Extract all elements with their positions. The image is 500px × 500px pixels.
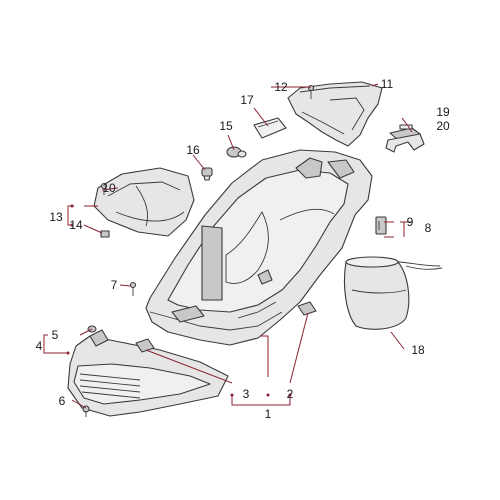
part-10-screw xyxy=(100,182,108,195)
callout-15: 15 xyxy=(219,119,233,133)
callout-9: 9 xyxy=(407,215,414,229)
callout-7: 7 xyxy=(111,278,118,292)
callout-12: 12 xyxy=(274,80,288,94)
part-4-lower-cover xyxy=(67,329,229,417)
part-13-lid xyxy=(93,167,195,237)
part-7-screw xyxy=(129,281,137,296)
part-16-plug xyxy=(201,167,213,181)
callout-18: 18 xyxy=(411,343,425,357)
callout-20: 20 xyxy=(436,119,450,133)
callout-8: 8 xyxy=(425,221,432,235)
leader-lines xyxy=(43,83,413,409)
callout-4: 4 xyxy=(36,339,43,353)
part-9-clip xyxy=(375,216,387,235)
callout-1: 1 xyxy=(265,407,272,421)
callout-6: 6 xyxy=(59,394,66,408)
part-3-clip xyxy=(135,338,155,353)
part-15-socket xyxy=(226,146,247,158)
part-2-clip xyxy=(297,301,317,316)
part-1-underseat-body xyxy=(145,149,373,346)
part-11-rear-cover xyxy=(287,81,383,147)
callout-5: 5 xyxy=(52,328,59,342)
part-14-clip xyxy=(100,230,110,238)
callout-16: 16 xyxy=(186,143,200,157)
callout-13: 13 xyxy=(49,210,63,224)
part-19-20-clip xyxy=(385,124,425,153)
callout-2: 2 xyxy=(287,387,294,401)
callout-labels: 1 2 3 4 5 6 7 8 9 10 11 12 13 14 15 16 1… xyxy=(36,77,450,421)
callout-3: 3 xyxy=(243,387,250,401)
callout-10: 10 xyxy=(102,181,116,195)
callout-11: 11 xyxy=(381,77,394,91)
part-18-liner xyxy=(343,256,443,330)
callout-17: 17 xyxy=(240,93,254,107)
callout-19: 19 xyxy=(436,105,450,119)
part-17-cap xyxy=(253,117,287,139)
callout-14: 14 xyxy=(69,218,83,232)
